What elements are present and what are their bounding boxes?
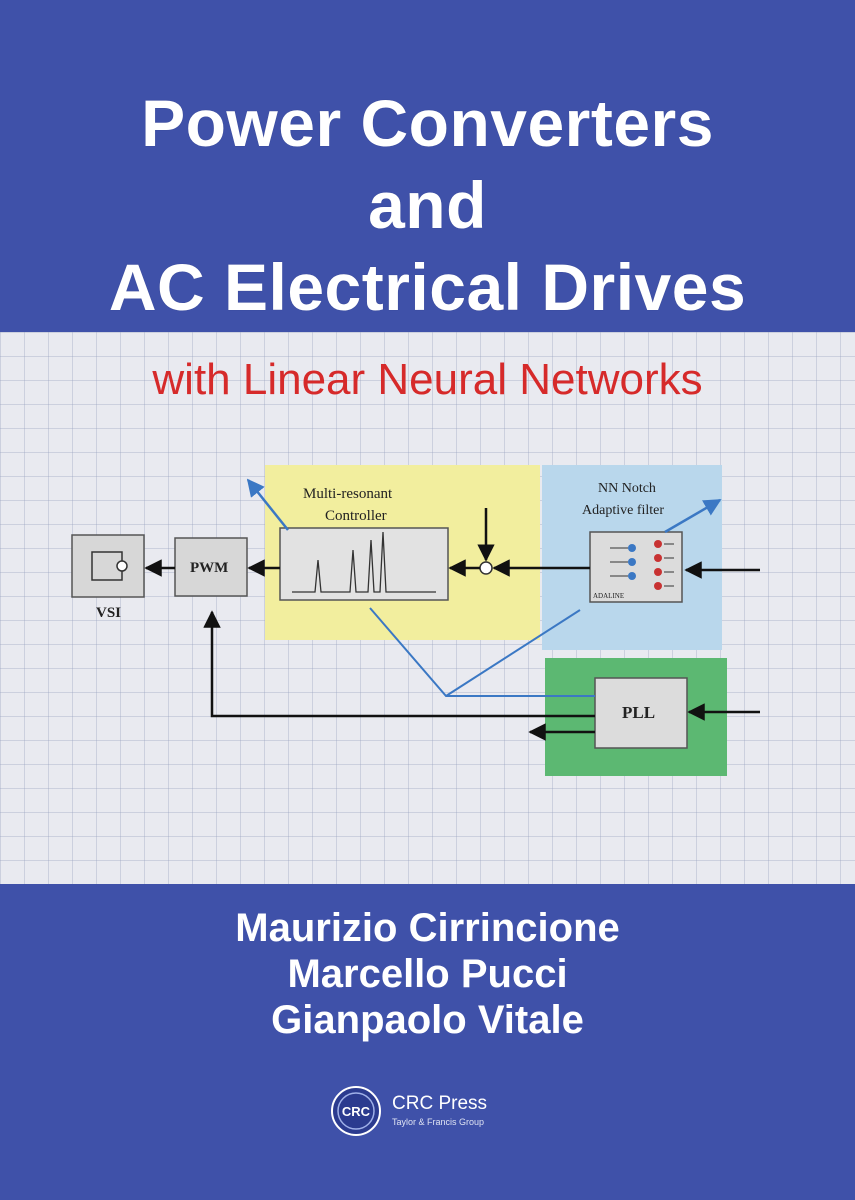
book-subtitle: with Linear Neural Networks (152, 355, 703, 404)
pll-feedback-arrow (203, 610, 595, 718)
controller-block (279, 527, 449, 601)
author-2: Marcello Pucci (287, 952, 568, 996)
publisher-tagline: Taylor & Francis Group (392, 1117, 485, 1127)
publisher-block: CRC CRC Press Taylor & Francis Group (330, 1085, 550, 1145)
pll-label: PLL (622, 703, 655, 722)
author-list: Maurizio Cirrincione Marcello Pucci Gian… (0, 905, 855, 1043)
crc-press-logo-icon: CRC (331, 1086, 381, 1136)
title-line-2: and (368, 168, 487, 242)
filter-label-2: Adaptive filter (582, 503, 664, 518)
controller-label-2: Controller (325, 508, 387, 524)
neuron-icons (610, 540, 674, 590)
frequency-to-filter-line (445, 609, 581, 697)
controller-output-arrow (246, 478, 289, 531)
resonance-peaks-icon (292, 531, 436, 593)
summing-junction (479, 561, 493, 575)
adaline-label: ADALINE (593, 592, 624, 600)
filter-label-1: NN Notch (598, 481, 656, 496)
publisher-name: CRC Press (392, 1093, 488, 1114)
svg-text:CRC: CRC (342, 1104, 371, 1119)
vsi-block (71, 534, 145, 598)
pwm-block (174, 537, 248, 597)
title-line-1: Power Converters (141, 86, 714, 160)
author-1: Maurizio Cirrincione (235, 906, 620, 950)
controller-label-1: Multi-resonant (303, 486, 393, 502)
pwm-label: PWM (190, 560, 228, 576)
pll-block (594, 677, 688, 749)
vsi-label: VSI (96, 605, 121, 621)
title-line-3: AC Electrical Drives (108, 250, 747, 324)
control-block-diagram: VSI PWM Multi-resonant Controller NN Not… (71, 465, 760, 776)
filter-output-arrow (664, 498, 722, 534)
book-title: Power Converters and AC Electrical Drive… (0, 82, 855, 328)
author-3: Gianpaolo Vitale (271, 998, 584, 1042)
